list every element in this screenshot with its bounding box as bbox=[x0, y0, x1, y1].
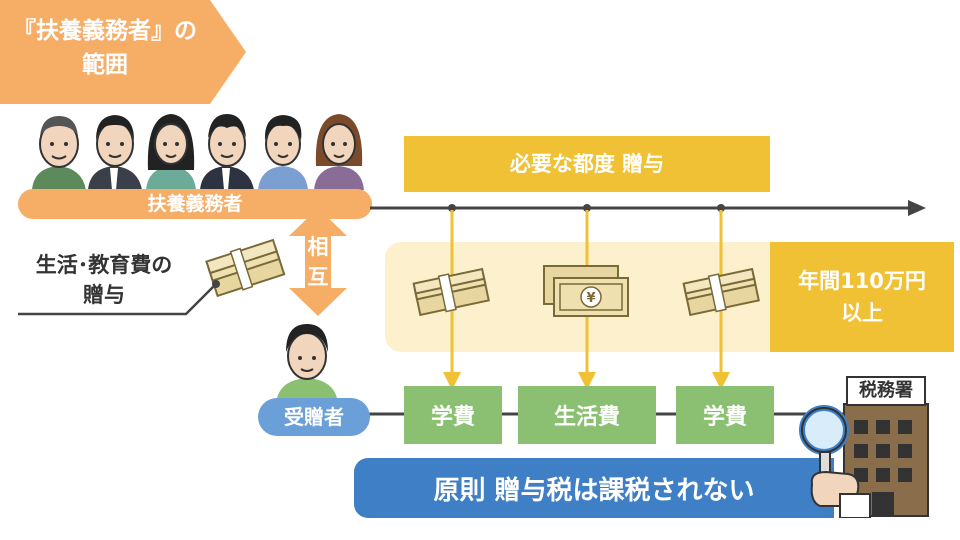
money-stack-icon bbox=[682, 267, 760, 316]
title-tag-shape bbox=[0, 0, 246, 104]
expense-box-label: 学費 bbox=[430, 405, 475, 430]
person-man-suit-icon bbox=[88, 115, 142, 190]
annual-threshold-box: 年間110万円 以上 bbox=[770, 242, 954, 352]
tax-office-sign-text: 税務署 bbox=[859, 380, 913, 401]
living-education-gift-line2: 贈与 bbox=[83, 283, 125, 307]
person-woman-ponytail-icon bbox=[258, 115, 308, 190]
person-elderly-man-icon bbox=[32, 116, 86, 190]
person-young-man-icon bbox=[200, 114, 254, 190]
person-woman-brown-hair-icon bbox=[314, 114, 364, 190]
recipient-label-text: 受贈者 bbox=[284, 405, 344, 429]
living-education-money-icon bbox=[205, 238, 286, 298]
yen-symbol: ¥ bbox=[586, 291, 595, 306]
magnifier-hand-icon bbox=[799, 405, 871, 518]
supporters-label-text: 扶養義務者 bbox=[147, 193, 243, 215]
expense-box-living: 生活費 bbox=[518, 386, 656, 444]
expense-box-tuition-2: 学費 bbox=[676, 386, 774, 444]
tax-office-sign: 税務署 bbox=[846, 376, 926, 406]
annual-threshold-line1: 年間110万円 bbox=[798, 269, 926, 293]
annual-threshold-line2: 以上 bbox=[841, 301, 883, 325]
timeline-header: 必要な都度 贈与 bbox=[404, 136, 770, 192]
mutual-double-arrow bbox=[289, 208, 347, 316]
money-stack-icon bbox=[412, 267, 490, 316]
timeline-arrow bbox=[370, 200, 926, 216]
yen-bills-icon: ¥ bbox=[543, 265, 629, 317]
recipient-label: 受贈者 bbox=[258, 398, 370, 436]
expense-box-label: 生活費 bbox=[553, 405, 620, 430]
side-label-pointer-line bbox=[18, 280, 220, 316]
recipient-person-icon bbox=[276, 324, 338, 404]
page-title-line2: 範囲 bbox=[82, 52, 128, 78]
mutual-label: 相 互 bbox=[300, 232, 336, 292]
principle-text: 原則 贈与税は課税されない bbox=[433, 475, 755, 506]
mutual-char1: 相 bbox=[307, 235, 329, 259]
expense-box-label: 学費 bbox=[702, 405, 747, 430]
mutual-char2: 互 bbox=[307, 265, 329, 289]
expense-box-tuition-1: 学費 bbox=[404, 386, 502, 444]
principle-banner: 原則 贈与税は課税されない bbox=[354, 458, 834, 518]
timeline-header-text: 必要な都度 贈与 bbox=[509, 152, 665, 176]
person-woman-long-hair-icon bbox=[146, 114, 196, 190]
page-title: 『扶養義務者』の 範囲 bbox=[0, 14, 210, 82]
supporter-people-group bbox=[32, 114, 364, 190]
living-education-gift-line1: 生活･教育費の bbox=[35, 253, 173, 277]
page-title-line1: 『扶養義務者』の bbox=[13, 18, 197, 44]
living-education-gift-label: 生活･教育費の 贈与 bbox=[14, 250, 194, 310]
